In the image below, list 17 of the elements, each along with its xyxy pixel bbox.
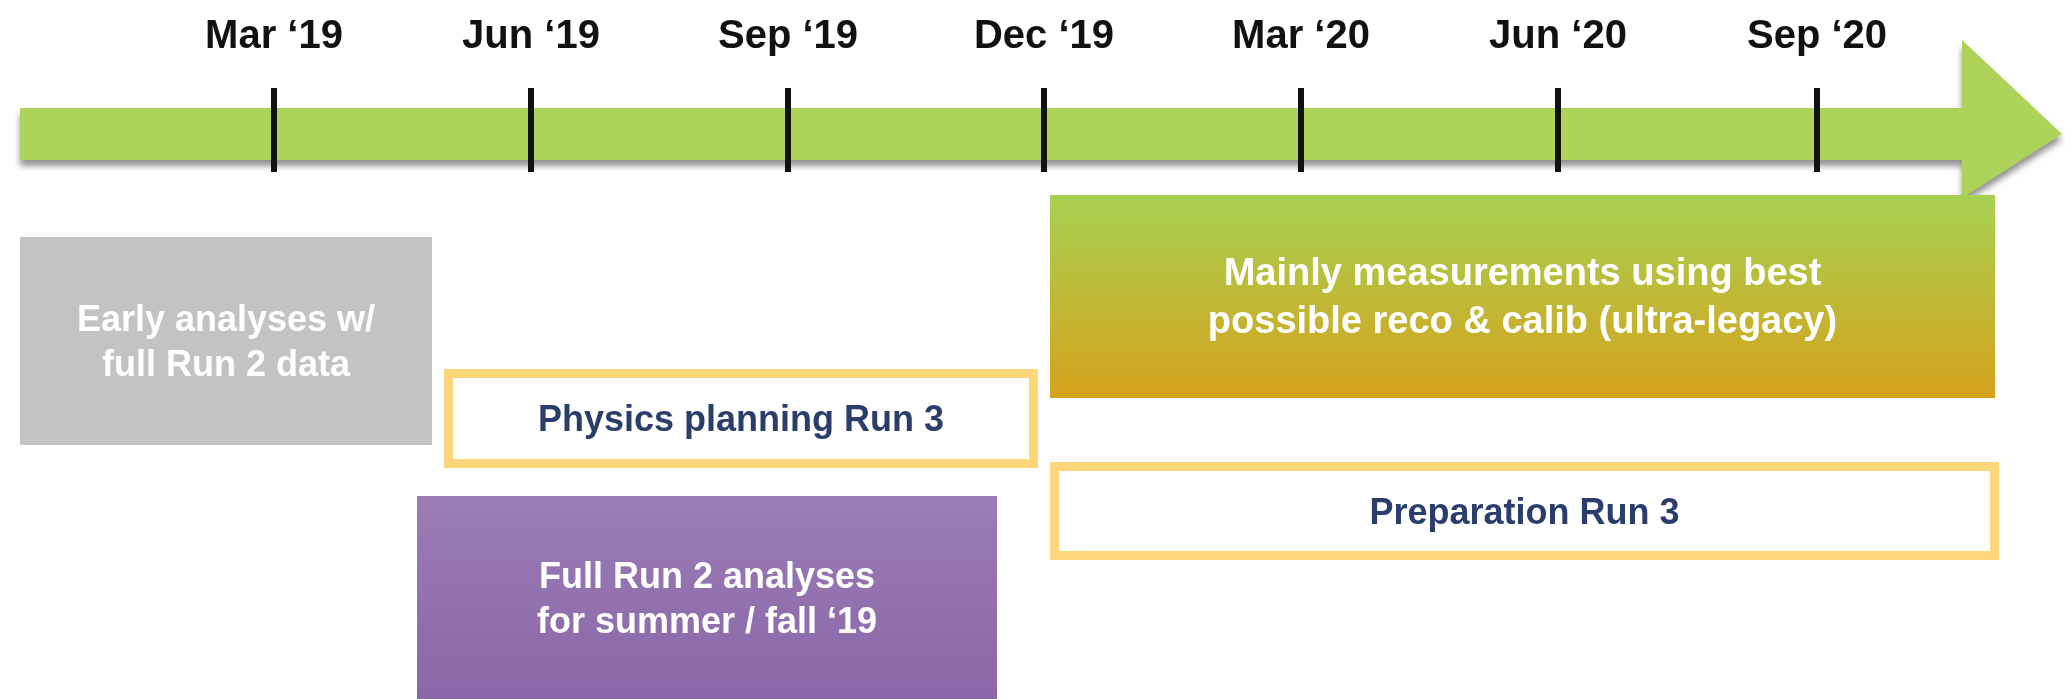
phase-box	[1050, 462, 1999, 560]
month-label: Dec ‘19	[972, 12, 1116, 57]
month-label: Sep ‘20	[1745, 12, 1889, 57]
phase-box	[1050, 195, 1995, 398]
month-label: Jun ‘20	[1488, 12, 1628, 57]
phase-box	[417, 496, 997, 699]
phase-text: Physics planning Run 3	[536, 397, 946, 441]
phase-text: Early analyses w/ full Run 2 data	[75, 297, 377, 386]
phase-text: Full Run 2 analyses for summer / fall ‘19	[535, 553, 879, 643]
month-label: Jun ‘19	[461, 12, 601, 57]
month-label: Mar ‘20	[1231, 12, 1371, 57]
phase-box	[444, 369, 1038, 468]
phase-box	[20, 237, 432, 445]
month-label: Sep ‘19	[716, 12, 860, 57]
month-label: Mar ‘19	[204, 12, 344, 57]
phase-text: Preparation Run 3	[1368, 489, 1681, 534]
phase-text: Mainly measurements using best possible reco & calib (ultra-legacy)	[1206, 250, 1839, 343]
